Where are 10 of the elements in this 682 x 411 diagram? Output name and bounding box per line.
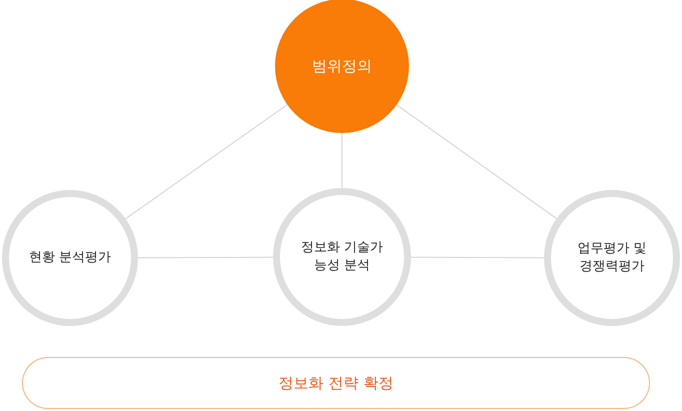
node-label: 범위정의	[311, 56, 373, 76]
node-label: 현황 분석평가	[28, 249, 112, 267]
rounded-banner	[22, 357, 650, 409]
node-label: 업무평가 및 경쟁력평가	[576, 240, 648, 276]
connector-line	[396, 104, 558, 220]
node-label: 정보화 기술가능성 분석	[300, 239, 384, 275]
node-label: 정보화 전략 확정	[278, 374, 394, 392]
connector-line	[138, 256, 274, 258]
connector-line	[125, 104, 288, 220]
connector-line	[410, 256, 544, 258]
